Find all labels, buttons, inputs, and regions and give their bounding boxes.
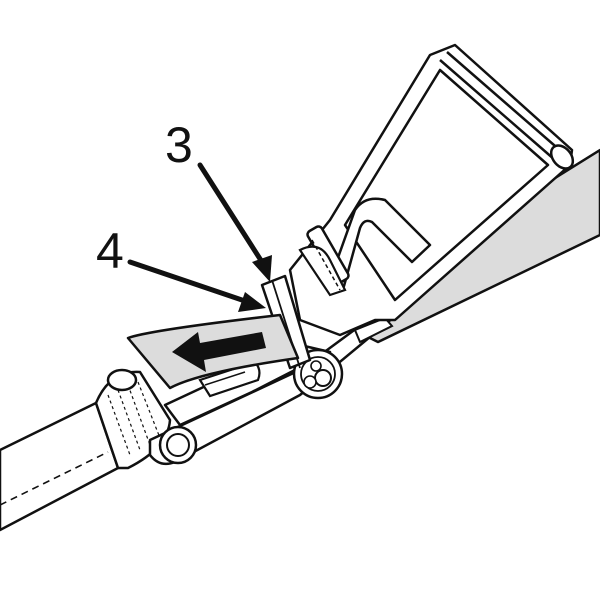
ratchet-gear — [292, 316, 394, 400]
strap-lower-band — [0, 401, 120, 532]
callout-arrow-icon — [127, 259, 266, 312]
callout-label-4: 4 — [96, 223, 124, 279]
strap-tab — [126, 313, 300, 390]
callout-arrow-icon — [197, 162, 272, 282]
mandrel-slot — [198, 274, 312, 398]
direction-arrow-icon — [172, 332, 266, 372]
ratchet-handle — [288, 43, 575, 337]
callout-label-3: 3 — [165, 117, 193, 173]
